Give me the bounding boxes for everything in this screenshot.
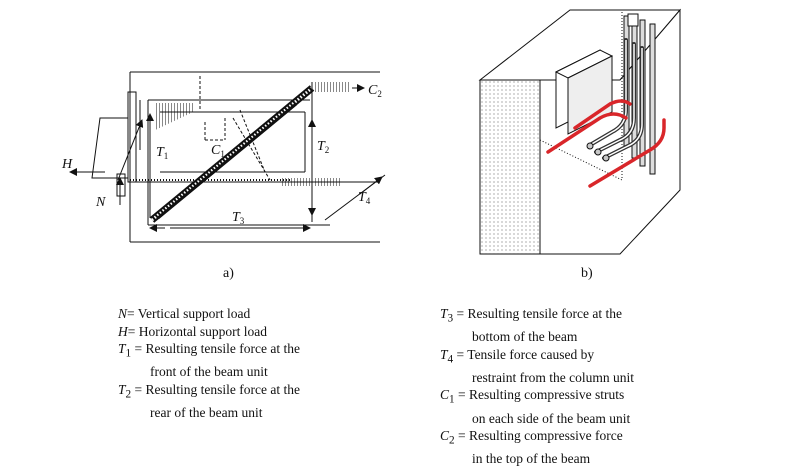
legend-item-t1-cont: front of the beam unit	[150, 364, 268, 380]
legend-item-t1: T1 = Resulting tensile force at the	[118, 341, 300, 360]
legend-item-t3-cont: bottom of the beam	[472, 329, 578, 345]
legend-item-c1-cont: on each side of the beam unit	[472, 410, 631, 426]
legend-item-h: H= Horizontal support load	[118, 323, 267, 339]
dashed-lines	[199, 76, 271, 181]
legend-item-t2-cont: rear of the beam unit	[150, 404, 263, 420]
strut-c1	[149, 85, 315, 223]
legend-left: N= Vertical support load H= Horizontal s…	[118, 305, 300, 421]
caption-b: b)	[581, 266, 593, 281]
compression-block-bottom	[282, 178, 342, 186]
legend-item-n: N= Vertical support load	[118, 306, 251, 321]
label-n: N	[95, 195, 106, 210]
tie-t4	[324, 174, 386, 221]
compression-block-top	[311, 82, 350, 100]
legend-item-t3: T3 = Resulting tensile force at the	[440, 306, 622, 325]
legend-item-c2-cont: in the top of the beam	[472, 451, 591, 467]
connection-3d	[478, 8, 682, 255]
caption-a: a)	[223, 266, 234, 281]
legend-item-t2: T2 = Resulting tensile force at the	[118, 381, 300, 401]
legend-item-t4-cont: restraint from the column unit	[472, 369, 634, 385]
bar-ends	[586, 142, 610, 162]
label-t3: T3	[232, 210, 245, 226]
legend-item-c2: C2 = Resulting compressive force	[440, 428, 623, 447]
label-t2: T2	[317, 139, 329, 155]
legend-right: T3 = Resulting tensile force at the bott…	[440, 305, 634, 468]
resultant-line	[117, 119, 144, 181]
red-u-bars	[546, 99, 666, 188]
label-c1: C1	[211, 143, 225, 159]
stress-triangle	[155, 111, 195, 130]
label-c2: C2	[368, 83, 382, 99]
legend-item-t4: T4 = Tensile force caused by	[440, 346, 595, 366]
label-t4: T4	[358, 190, 371, 206]
block-front-face	[479, 79, 541, 255]
legend-item-c1: C1 = Resulting compressive struts	[440, 387, 625, 407]
label-t1: T1	[156, 145, 168, 161]
label-h: H	[61, 157, 73, 172]
support-bearing	[91, 91, 141, 197]
compression-block-front	[155, 103, 195, 111]
